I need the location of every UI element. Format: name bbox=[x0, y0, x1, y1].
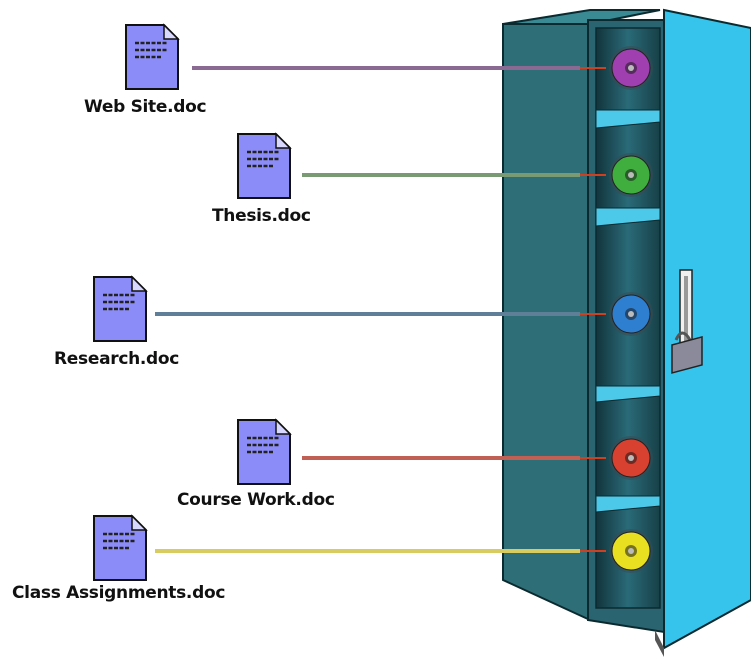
cabinet-side bbox=[502, 23, 591, 622]
connections bbox=[93, 23, 653, 581]
doc-label-class-assignments: Class Assignments.doc bbox=[12, 583, 226, 603]
document-fold bbox=[163, 23, 180, 40]
padlock-icon bbox=[671, 331, 703, 374]
shelf bbox=[595, 385, 661, 403]
shelf bbox=[595, 207, 661, 227]
disc-center bbox=[628, 65, 634, 71]
document-icon bbox=[125, 23, 180, 90]
disc-center bbox=[628, 455, 634, 461]
disc-center bbox=[628, 548, 634, 554]
shelf bbox=[595, 109, 661, 129]
document-fold bbox=[275, 418, 292, 435]
door-edge bbox=[655, 630, 664, 657]
document-fold bbox=[275, 132, 292, 149]
door-handle bbox=[679, 269, 693, 351]
document-icon bbox=[237, 132, 292, 199]
doc-label-course-work: Course Work.doc bbox=[177, 490, 335, 510]
cabinet-door bbox=[663, 8, 751, 650]
document-fold bbox=[131, 514, 148, 531]
document-icon bbox=[237, 418, 292, 485]
disc-center bbox=[628, 172, 634, 178]
document-icon bbox=[93, 275, 148, 342]
doc-label-research: Research.doc bbox=[54, 349, 180, 369]
doc-label-web-site: Web Site.doc bbox=[84, 97, 207, 117]
shelf bbox=[595, 495, 661, 513]
disc-center bbox=[628, 311, 634, 317]
doc-label-thesis: Thesis.doc bbox=[212, 206, 311, 226]
document-icon bbox=[93, 514, 148, 581]
cabinet-shelves bbox=[595, 109, 661, 513]
document-fold bbox=[131, 275, 148, 292]
